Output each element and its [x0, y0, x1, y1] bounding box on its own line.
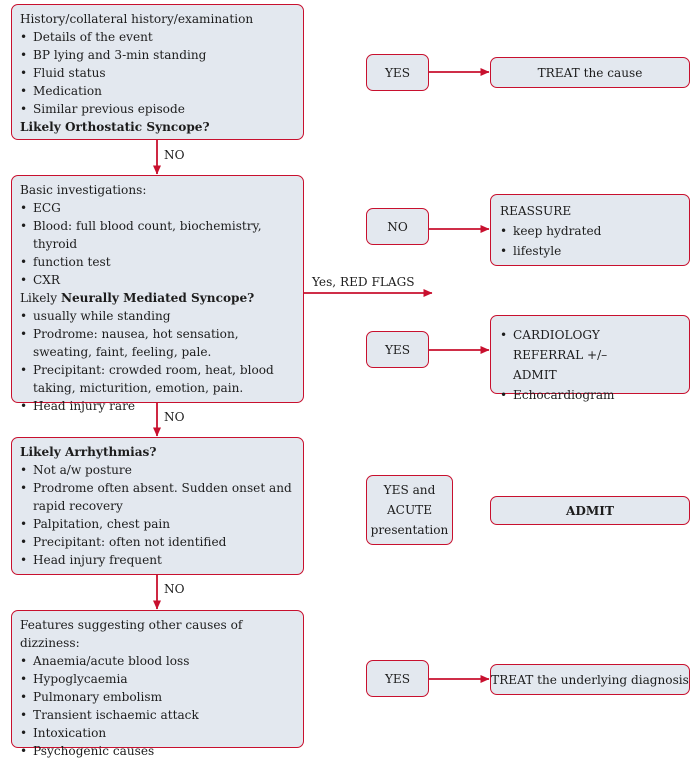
list-item: CARDIOLOGY REFERRAL +/– ADMIT [500, 325, 680, 385]
reassure-title: REASSURE [500, 204, 572, 218]
list-item: Precipitant: crowded room, heat, blood t… [20, 361, 295, 397]
list-item: Fluid status [20, 64, 295, 82]
edge-label-no: NO [164, 410, 185, 424]
list-item: Transient ischaemic attack [20, 706, 295, 724]
history-list: Details of the event BP lying and 3-min … [20, 28, 295, 118]
outcome-label: ADMIT [566, 503, 614, 518]
list-item: ECG [20, 199, 295, 217]
decision-yes-neurally: YES [366, 331, 429, 368]
arrhythmias-question: Likely Arrhythmias? [20, 445, 157, 459]
edge-label-red-flags: Yes, RED FLAGS [312, 275, 415, 289]
list-item: Psychogenic causes [20, 742, 295, 760]
outcome-reassure: REASSURE keep hydrated lifestyle [490, 194, 690, 266]
decision-label: NO [387, 219, 408, 234]
list-item: Similar previous episode [20, 100, 295, 118]
list-item: Prodrome: nausea, hot sensation, sweatin… [20, 325, 295, 361]
history-title: History/collateral history/examination [20, 12, 254, 26]
list-item: Medication [20, 82, 295, 100]
decision-no-neurally: NO [366, 208, 429, 245]
neurally-mediated-list: usually while standing Prodrome: nausea,… [20, 307, 295, 415]
list-item: Precipitant: often not identified [20, 533, 295, 551]
history-box: History/collateral history/examination D… [11, 4, 304, 140]
list-item: Blood: full blood count, biochemistry, t… [20, 217, 295, 253]
investigations-box: Basic investigations: ECG Blood: full bl… [11, 175, 304, 415]
list-item: function test [20, 253, 295, 271]
cardiology-list: CARDIOLOGY REFERRAL +/– ADMIT Echocardio… [500, 325, 680, 405]
reassure-list: keep hydrated lifestyle [500, 221, 680, 261]
decision-label-line: YES and [383, 483, 436, 497]
outcome-admit: ADMIT [490, 496, 690, 525]
list-item: Head injury frequent [20, 551, 295, 569]
other-causes-box: Features suggesting other causes of dizz… [11, 610, 304, 760]
question-bold: Neurally Mediated Syncope? [60, 291, 255, 305]
decision-yes-orthostatic: YES [366, 54, 429, 91]
outcome-treat-underlying: TREAT the underlying diagnosis [490, 664, 690, 695]
investigations-list: ECG Blood: full blood count, biochemistr… [20, 199, 295, 289]
outcome-label: TREAT the underlying diagnosis [491, 672, 689, 687]
list-item: Prodrome often absent. Sudden onset and … [20, 479, 295, 515]
edge-label-no: NO [164, 582, 185, 596]
other-causes-list: Anaemia/acute blood loss Hypoglycaemia P… [20, 652, 295, 760]
list-item: lifestyle [500, 241, 680, 261]
question-prefix: Likely [20, 291, 61, 305]
decision-label: YES [384, 342, 411, 357]
list-item: Echocardiogram [500, 385, 680, 405]
neurally-mediated-question: Likely Neurally Mediated Syncope? [20, 289, 295, 307]
list-item: Palpitation, chest pain [20, 515, 295, 533]
list-item: CXR [20, 271, 295, 289]
list-item: Details of the event [20, 28, 295, 46]
decision-label: YES [384, 671, 411, 686]
list-item: Head injury rare [20, 397, 295, 415]
decision-yes-other: YES [366, 660, 429, 697]
list-item: Hypoglycaemia [20, 670, 295, 688]
other-causes-title: Features suggesting other causes of dizz… [20, 618, 243, 650]
decision-label-line: ACUTE [386, 503, 433, 517]
edge-label-no: NO [164, 148, 185, 162]
investigations-title: Basic investigations: [20, 183, 147, 197]
decision-yes-acute: YES and ACUTE presentation [366, 475, 453, 545]
decision-label: YES [384, 65, 411, 80]
list-item: Pulmonary embolism [20, 688, 295, 706]
list-item: Anaemia/acute blood loss [20, 652, 295, 670]
list-item: keep hydrated [500, 221, 680, 241]
list-item: Not a/w posture [20, 461, 295, 479]
orthostatic-question: Likely Orthostatic Syncope? [20, 120, 210, 134]
outcome-label: TREAT the cause [537, 65, 643, 80]
arrhythmias-box: Likely Arrhythmias? Not a/w posture Prod… [11, 437, 304, 575]
arrhythmias-list: Not a/w posture Prodrome often absent. S… [20, 461, 295, 569]
outcome-treat-cause: TREAT the cause [490, 57, 690, 88]
list-item: Intoxication [20, 724, 295, 742]
list-item: BP lying and 3-min standing [20, 46, 295, 64]
list-item: usually while standing [20, 307, 295, 325]
decision-label-line: presentation [370, 523, 449, 537]
outcome-cardiology: CARDIOLOGY REFERRAL +/– ADMIT Echocardio… [490, 315, 690, 405]
